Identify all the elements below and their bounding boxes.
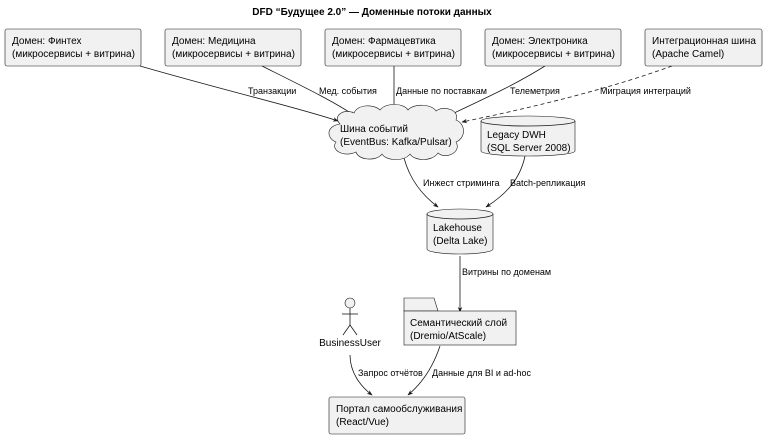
node-domain-pharma-name: Домен: Фармацевтика — [332, 36, 436, 47]
edge-label-domain-marts: Витрины по доменам — [462, 267, 551, 277]
edge-dwh-to-lakehouse: Batch-репликация — [485, 155, 585, 208]
node-integration-bus-name: Интеграционная шина — [652, 36, 756, 47]
node-portal-name: Портал самообслуживания — [336, 403, 462, 415]
node-integration-bus[interactable]: Интеграционная шина (Apache Camel) — [644, 28, 763, 67]
edge-label-bi-data: Данные для BI и ad-hoc — [432, 368, 531, 378]
node-legacy-dwh-name: Legacy DWH — [487, 130, 546, 141]
actor-icon — [342, 297, 358, 336]
node-portal-desc: (React/Vue) — [336, 417, 389, 428]
node-lakehouse[interactable]: Lakehouse (Delta Lake) — [426, 208, 494, 255]
node-integration-bus-desc: (Apache Camel) — [652, 49, 724, 60]
node-event-bus-name: Шина событий — [340, 123, 408, 135]
node-domain-medicine-name: Домен: Медицина — [172, 36, 256, 47]
edge-label-transactions: Транзакции — [248, 86, 296, 96]
edge-label-report-request: Запрос отчётов — [358, 368, 423, 378]
edge-label-telemetry: Телеметрия — [510, 86, 560, 96]
node-event-bus[interactable]: Шина событий (EventBus: Kafka/Pulsar) — [328, 104, 464, 160]
node-domain-electronics-desc: (микросервисы + витрина) — [492, 49, 615, 60]
node-business-user-name: BusinessUser — [319, 338, 381, 349]
node-portal[interactable]: Портал самообслуживания (React/Vue) — [328, 396, 466, 435]
node-lakehouse-desc: (Delta Lake) — [433, 236, 487, 247]
node-domain-pharma-desc: (микросервисы + витрина) — [332, 49, 455, 60]
edge-fintech-to-bus: Транзакции — [139, 65, 339, 122]
edge-bus-to-lakehouse: Инжест стриминга — [403, 157, 500, 208]
node-legacy-dwh-desc: (SQL Server 2008) — [487, 143, 571, 154]
node-domain-pharma[interactable]: Домен: Фармацевтика (микросервисы + витр… — [324, 28, 462, 67]
edge-label-stream-ingest: Инжест стриминга — [423, 178, 500, 188]
node-domain-fintech[interactable]: Домен: Финтех (микросервисы + витрина) — [4, 28, 142, 67]
node-domain-medicine[interactable]: Домен: Медицина (микросервисы + витрина) — [164, 28, 302, 67]
folder-tab — [403, 297, 439, 312]
edge-label-batch-replication: Batch-репликация — [510, 178, 585, 188]
edge-integration-to-bus: Миграция интеграций — [461, 65, 691, 124]
node-semantic-layer[interactable]: Семантический слой (Dremio/AtScale) — [403, 297, 517, 346]
node-event-bus-desc: (EventBus: Kafka/Pulsar) — [340, 137, 452, 148]
node-domain-electronics[interactable]: Домен: Электроника (микросервисы + витри… — [484, 28, 622, 67]
node-lakehouse-name: Lakehouse — [433, 223, 482, 234]
edge-label-supply-data: Данные по поставкам — [396, 86, 487, 96]
edge-electronics-to-bus: Телеметрия — [449, 65, 560, 116]
edge-semantic-to-portal: Данные для BI и ad-hoc — [407, 345, 531, 396]
node-business-user[interactable]: BusinessUser — [319, 297, 382, 349]
edge-lakehouse-to-semantic: Витрины по доменам — [457, 256, 551, 313]
edge-user-to-portal: Запрос отчётов — [349, 354, 423, 396]
node-semantic-layer-name: Семантический слой — [410, 318, 507, 329]
node-domain-medicine-desc: (микросервисы + витрина) — [172, 49, 295, 60]
node-domain-fintech-desc: (микросервисы + витрина) — [12, 49, 135, 60]
edge-label-integration-migration: Миграция интеграций — [600, 86, 691, 96]
cloud-shape — [328, 104, 464, 160]
node-domain-electronics-name: Домен: Электроника — [492, 36, 588, 47]
node-legacy-dwh[interactable]: Legacy DWH (SQL Server 2008) — [480, 115, 576, 157]
edge-pharma-to-bus: Данные по поставкам — [391, 66, 487, 116]
node-semantic-layer-desc: (Dremio/AtScale) — [410, 331, 486, 342]
diagram-title: DFD “Будущее 2.0” — Доменные потоки данн… — [252, 7, 492, 18]
edge-label-med-events: Мед. события — [319, 86, 377, 96]
node-domain-fintech-name: Домен: Финтех — [12, 36, 81, 47]
